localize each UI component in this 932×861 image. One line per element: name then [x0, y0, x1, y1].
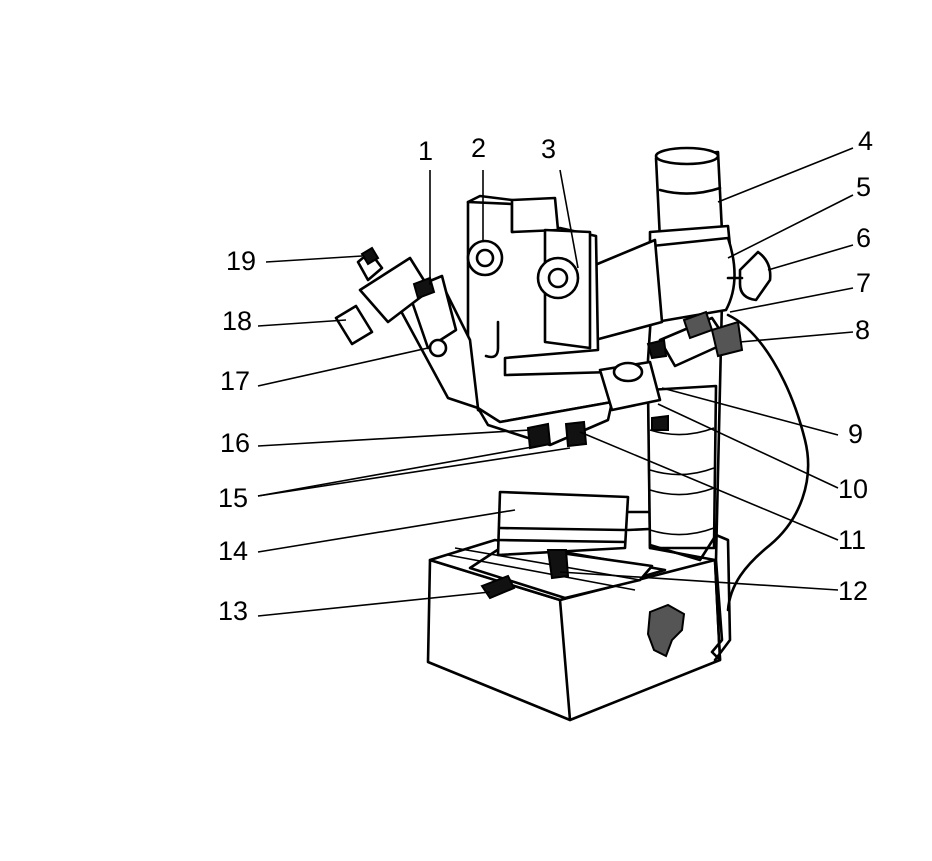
leader-lines	[257, 147, 854, 617]
label-3: 3	[541, 134, 556, 164]
callout-labels: 1 2 3 4 5 6 7 8 9 10 11 12 13 14 15 16 1…	[218, 126, 873, 626]
label-4: 4	[858, 126, 873, 156]
label-5: 5	[856, 172, 871, 202]
label-9: 9	[848, 419, 863, 449]
label-2: 2	[471, 133, 486, 163]
label-16: 16	[220, 428, 250, 458]
label-10: 10	[838, 474, 868, 504]
eyepiece	[334, 246, 480, 410]
label-12: 12	[838, 576, 868, 606]
label-11: 11	[838, 525, 866, 555]
label-13: 13	[218, 596, 248, 626]
side-knobs	[598, 310, 744, 412]
label-1: 1	[418, 136, 433, 166]
label-6: 6	[856, 223, 871, 253]
label-17: 17	[220, 366, 250, 396]
cable	[726, 313, 810, 612]
microscope-drawing	[334, 146, 810, 722]
lamp-tube	[648, 146, 732, 252]
label-8: 8	[855, 315, 870, 345]
label-15: 15	[218, 483, 248, 513]
label-14: 14	[218, 536, 248, 566]
head-body	[466, 194, 614, 447]
base	[426, 538, 722, 722]
objectives	[526, 420, 588, 450]
label-19: 19	[226, 246, 256, 276]
label-18: 18	[222, 306, 252, 336]
label-7: 7	[856, 268, 871, 298]
stage	[447, 490, 692, 600]
